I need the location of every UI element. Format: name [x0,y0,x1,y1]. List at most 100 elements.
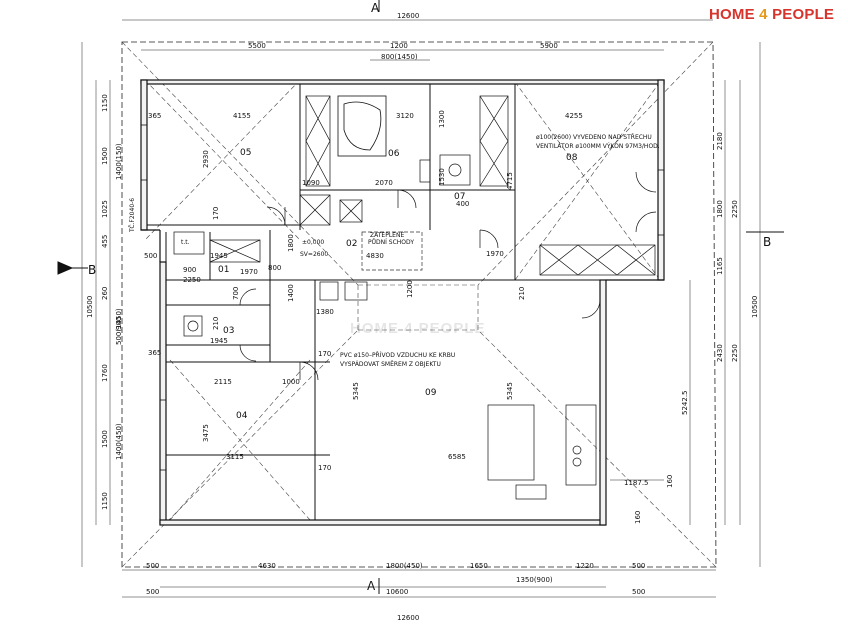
dim-right-d: 1165 [716,257,724,275]
dim-4155: 4155 [233,112,251,120]
label-attic-1: ZATEPLENÉ [370,231,404,239]
dim-5345a: 5345 [352,382,360,400]
dim-170b: 170 [318,350,331,358]
right-dims: 2180 1800 2250 1165 2430 2250 10500 5242… [624,132,759,524]
dim-2930: 2930 [202,150,210,168]
dim-1970a: 1970 [240,268,258,276]
dim-4830: 4830 [366,252,384,260]
dim-right-j: 160 [666,475,674,488]
dim-5345b: 5345 [506,382,514,400]
label-attic-2: PŮDNÍ SCHODY [368,239,414,246]
room-02: 02 [346,239,357,249]
dim-right-f: 2250 [731,344,739,362]
dim-4715: 4715 [506,172,514,190]
dim-bottom-g: 1350(900) [516,576,553,584]
dim-left-i: 1500 [101,430,109,448]
dim-3120: 3120 [396,112,414,120]
dim-right-a: 2180 [716,132,724,150]
dim-1380: 1380 [316,308,334,316]
dim-right-k: 160 [634,511,642,524]
dim-bottom-inner: 10600 [386,588,408,596]
room-06: 06 [388,149,400,159]
dim-bottom-d: 1650 [470,562,488,570]
dim-top-left: 5500 [248,42,266,50]
room-08: 08 [566,153,578,163]
dim-2115: 2115 [214,378,232,386]
dim-1090: 1090 [302,179,320,187]
dim-left-l: 500(1450) [115,308,123,345]
dim-1945a: 1945 [210,252,228,260]
dim-right-b: 1800 [716,200,724,218]
dim-left-a: 1150 [101,94,109,112]
dim-bottom-c: 1800(450) [386,562,423,570]
dim-left-h: 1760 [101,364,109,382]
dim-2250: 2250 [183,276,201,284]
dim-800: 800 [268,264,281,272]
dim-top-right: 5900 [540,42,558,50]
dim-left-total: 10500 [86,296,94,318]
dim-left-b: 1500 [101,147,109,165]
dim-bottom-f: 500 [632,562,645,570]
dim-170a: 170 [212,207,220,220]
left-dims: 1150 1500 1400(150) 1025 455 260 900 176… [86,94,136,510]
dimension-lines [81,19,761,598]
dim-right-e: 2430 [716,344,724,362]
stairs-outline [361,231,423,271]
interior-dims: 4155 3120 4255 2930 1090 2070 4715 1945 … [144,110,583,472]
dim-500: 500 [144,252,157,260]
dim-900: 900 [183,266,196,274]
dim-bottom-total: 12600 [397,614,419,622]
dim-365b: 365 [148,112,161,120]
dim-1400: 1400 [287,284,295,302]
dim-6585: 6585 [448,453,466,461]
dim-1970b: 1970 [486,250,504,258]
dim-365a: 365 [148,349,161,357]
dim-right-i: 1187.5 [624,479,649,487]
dim-right-g: 10500 [751,296,759,318]
logo-text-c: PEOPLE [767,6,835,23]
dim-left-j: 1400(450) [115,423,123,460]
note-krb-1: PVC ø150–PŘÍVOD VZDUCHU KE KRBU [340,351,455,359]
dim-210b: 210 [518,287,526,300]
section-label-b-left: B [88,263,96,277]
label-tt: t.t. [181,239,190,246]
doors [239,171,657,381]
room-07: 07 [454,192,465,202]
dim-left-f: 260 [101,287,109,300]
dim-top-sub: 800(1450) [381,53,418,61]
note-vent-2: VENTILÁTOR ø100MM VÝKON 97M3/HOD. [536,143,660,150]
room-05: 05 [240,148,251,158]
dim-right-h: 5242.5 [681,391,689,416]
dim-bottom-e: 1220 [576,562,594,570]
inner-walls [147,84,600,520]
brand-logo: HOME 4 PEOPLE [709,6,841,26]
dim-top-total: 12600 [397,12,419,20]
note-krb-2: VYSPÁDOVAT SMĚREM Z OBJEKTU [340,360,441,368]
dim-3115: 3115 [226,453,244,461]
dim-1945b: 1945 [210,337,228,345]
dim-1000: 1000 [282,378,300,386]
room-01: 01 [218,265,229,275]
logo-text-a: HOME [709,6,760,23]
windows [141,79,664,526]
section-label-a-bottom: A [367,579,376,593]
dim-170c: 170 [318,464,331,472]
bathtub [337,95,387,157]
label-sv: SV=2600 [300,251,328,258]
dim-1300: 1300 [438,110,446,128]
room-03: 03 [223,326,234,336]
dim-right-c: 2250 [731,200,739,218]
dim-bottom-outer-a: 500 [146,588,159,596]
section-label-a-top: A [371,1,380,15]
dim-4255: 4255 [565,112,583,120]
dim-left-k: 1150 [101,492,109,510]
dim-1530: 1530 [438,168,446,186]
dim-210a: 210 [212,317,220,330]
dim-400: 400 [456,200,469,208]
logo-four: 4 [759,6,768,23]
dim-top-mid: 1200 [390,42,408,50]
dim-700: 700 [232,287,240,300]
label-tc: TČ.F2040-6 [129,198,136,233]
room-09: 09 [425,388,437,398]
